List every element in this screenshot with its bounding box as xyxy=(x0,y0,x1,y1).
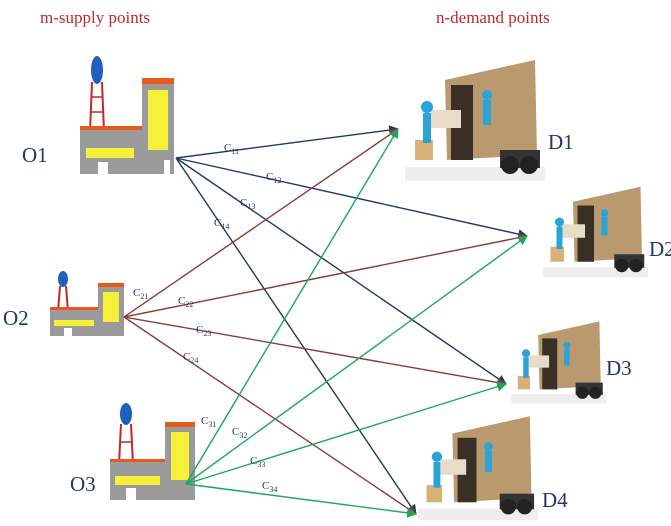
edge-o2-d2 xyxy=(123,232,528,318)
edge-o2-d4 xyxy=(123,316,417,515)
edge-o1-d2 xyxy=(175,157,528,239)
supply-heading: m-supply points xyxy=(40,8,151,27)
demand-heading: n-demand points xyxy=(436,8,550,27)
edges-layer xyxy=(123,125,528,518)
factory-o3-icon xyxy=(110,403,195,500)
factory-o2-icon xyxy=(50,271,124,336)
demand-label-d3: D3 xyxy=(606,356,632,380)
cost-label-c13: C13 xyxy=(240,197,256,211)
edge-o1-d1 xyxy=(175,125,399,159)
cost-label-c32: C32 xyxy=(232,426,248,440)
cost-label-c23: C23 xyxy=(196,324,212,338)
truck-d2-icon xyxy=(543,186,648,278)
supply-label-o3: O3 xyxy=(70,472,96,496)
edge-o3-d1 xyxy=(185,128,399,485)
edge-o3-d2 xyxy=(185,235,528,485)
demand-label-d2: D2 xyxy=(649,237,671,261)
cost-label-c11: C11 xyxy=(224,142,240,156)
cost-label-c33: C33 xyxy=(250,455,266,469)
edge-o1-d3 xyxy=(175,157,507,385)
supply-label-o2: O2 xyxy=(3,306,29,330)
cost-label-c24: C24 xyxy=(183,351,199,365)
cost-label-c22: C22 xyxy=(178,295,194,309)
cost-label-c12: C12 xyxy=(266,171,282,185)
edge-o3-d4 xyxy=(185,483,417,518)
edge-o2-d1 xyxy=(123,128,399,318)
truck-d4-icon xyxy=(418,416,539,521)
factory-o1-icon xyxy=(80,56,174,174)
cost-label-c21: C21 xyxy=(133,287,149,301)
cost-label-c31: C31 xyxy=(201,415,217,429)
cost-label-c14: C14 xyxy=(214,217,230,231)
cost-label-c34: C34 xyxy=(262,480,278,494)
edge-o1-d4 xyxy=(175,157,417,515)
demand-label-d4: D4 xyxy=(542,488,568,512)
edge-o2-d3 xyxy=(123,316,507,388)
truck-d1-icon xyxy=(405,60,545,181)
supply-label-o1: O1 xyxy=(22,143,48,167)
demand-label-d1: D1 xyxy=(548,130,574,154)
edge-o3-d3 xyxy=(185,381,507,485)
truck-d3-icon xyxy=(511,321,607,404)
